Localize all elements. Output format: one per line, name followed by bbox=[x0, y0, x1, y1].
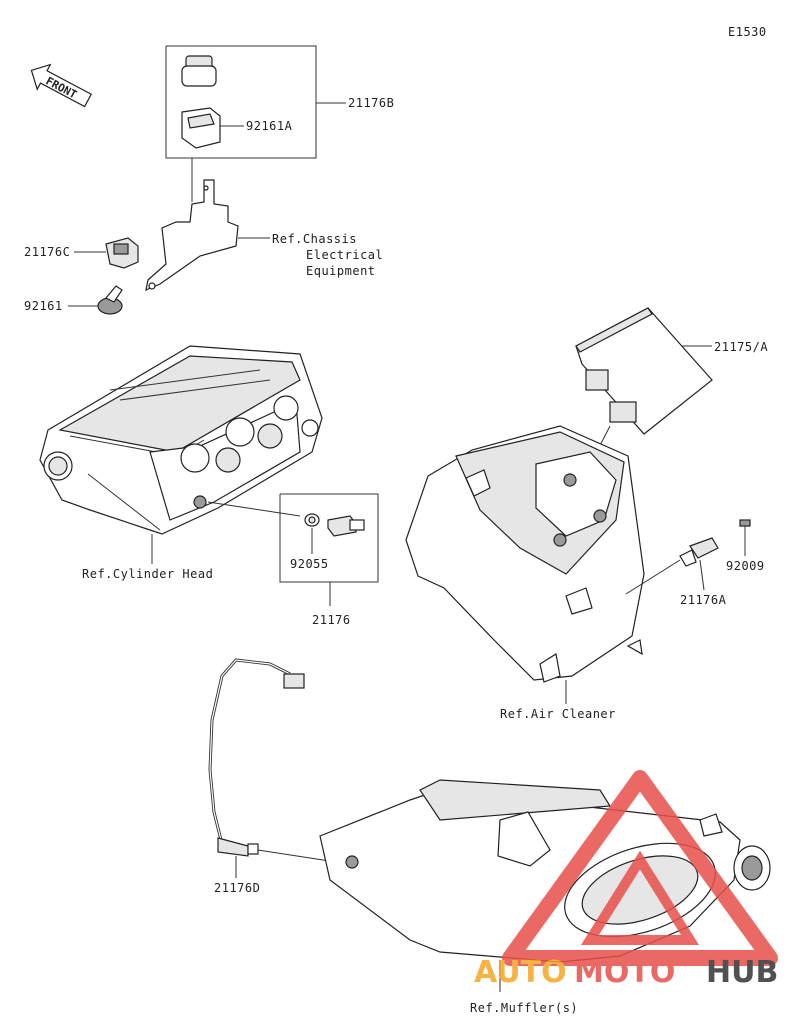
label-92009: 92009 bbox=[726, 559, 765, 573]
label-ref-cylinder-head: Ref.Cylinder Head bbox=[82, 567, 213, 581]
watermark-moto: MOTO bbox=[574, 955, 675, 990]
label-92055: 92055 bbox=[290, 557, 329, 571]
automotohub-watermark: AUTO MOTO HUB bbox=[474, 770, 778, 990]
temp-sensor-bracket bbox=[279, 493, 379, 606]
watermark-triangle-icon bbox=[502, 770, 778, 966]
label-ref-chassis-3: Equipment bbox=[306, 264, 376, 278]
o2-sensor-21176d-part bbox=[208, 658, 305, 857]
label-21176: 21176 bbox=[312, 613, 351, 627]
grommet-92161-part bbox=[97, 285, 123, 315]
watermark-inner-triangle-icon bbox=[580, 850, 700, 945]
temp-sensor-21176-part bbox=[327, 515, 365, 537]
ecu-21175-part bbox=[575, 307, 713, 435]
chassis-bracket-part bbox=[145, 179, 239, 292]
label-21176a: 21176A bbox=[680, 593, 727, 607]
sensor-c-part bbox=[105, 237, 139, 269]
sensor-b-part bbox=[181, 55, 217, 87]
gasket-92055-part bbox=[304, 513, 320, 527]
label-ref-air-cleaner: Ref.Air Cleaner bbox=[500, 707, 616, 721]
label-ref-muffler: Ref.Muffler(s) bbox=[470, 1001, 578, 1015]
label-21176d: 21176D bbox=[214, 881, 260, 895]
diagram-code: E1530 bbox=[728, 25, 767, 39]
air-cleaner-part bbox=[405, 425, 645, 683]
watermark-hub: HUB bbox=[706, 955, 778, 990]
sensor-kit-b-bracket bbox=[165, 45, 346, 202]
label-ref-chassis-1: Ref.Chassis bbox=[272, 232, 357, 246]
cylinder-head-part bbox=[39, 345, 323, 535]
label-21176c: 21176C bbox=[24, 245, 70, 259]
front-arrow-icon: FRONT bbox=[30, 63, 93, 108]
label-92161: 92161 bbox=[24, 299, 63, 313]
bolt-92009-part bbox=[739, 519, 751, 544]
label-92161a: 92161A bbox=[246, 119, 293, 133]
label-21175a: 21175/A bbox=[714, 340, 768, 354]
label-21176b: 21176B bbox=[348, 96, 394, 110]
watermark-auto: AUTO bbox=[474, 955, 567, 990]
sensor-a-21176a-part bbox=[679, 537, 719, 567]
label-ref-chassis-2: Electrical bbox=[306, 248, 383, 262]
damper-92161a-part bbox=[181, 107, 221, 149]
